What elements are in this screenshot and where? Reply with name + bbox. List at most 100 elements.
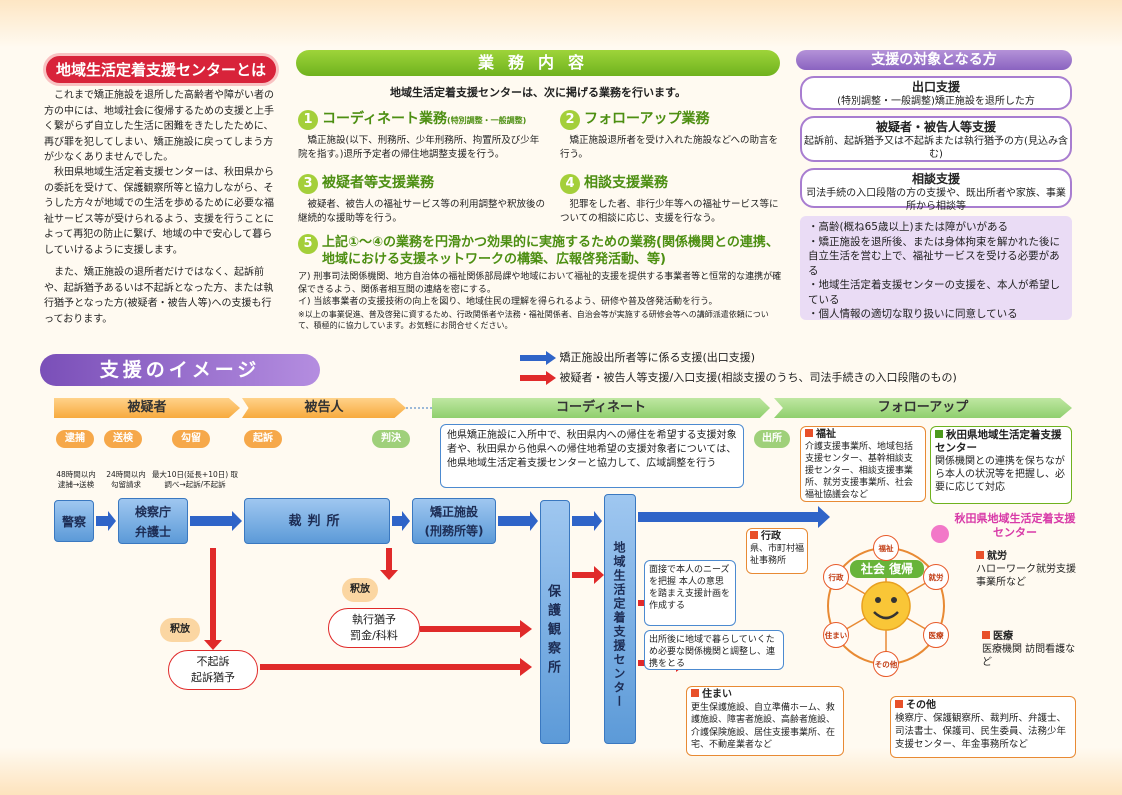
intro-paragraph-3: また、矯正施設の退所者だけではなく、起訴前や、起訴猶予あるいは不起訴となった方、… <box>44 267 274 325</box>
stage-coordinate: コーディネート <box>432 398 770 418</box>
step-release: 出所 <box>754 430 790 448</box>
other-desc: 検察庁、保護観察所、裁判所、弁護士、司法書士、保護司、民生委員、法務少年支援セン… <box>895 713 1067 750</box>
hub-node-admin: 行政 <box>823 564 849 590</box>
hub-node-welfare: 福祉 <box>873 535 899 561</box>
step-arrest: 逮捕 <box>56 430 94 448</box>
service-note-1: (特別調整・一般調整) <box>447 116 527 125</box>
targets-title: 支援の対象となる方 <box>796 50 1072 70</box>
target-desc-consult: 司法手続の入口段階の方の支援や、既出所者や家族、事業所から相談等 <box>806 188 1066 212</box>
employment-title: 就労 <box>987 551 1007 562</box>
legend-blue-text: 矯正施設出所者等に係る支援(出口支援) <box>559 351 756 364</box>
flow-court: 裁判所 <box>244 498 390 544</box>
service-desc-5a: ア) 刑事司法関係機関、地方自治体の福祉関係部局課や地域において福祉的支援を提供… <box>298 272 782 295</box>
service-number-1: 1 <box>298 110 318 130</box>
service-number-5: 5 <box>298 234 318 254</box>
housing-desc: 更生保護施設、自立準備ホーム、救護施設、障害者施設、高齢者施設、介護保険施設、居… <box>691 702 836 751</box>
hub-node-employment: 就労 <box>923 564 949 590</box>
akita-center-box-title: 秋田県地域生活定着支援センター <box>935 429 1062 454</box>
flow-prosecutor: 検察庁 弁護士 <box>118 498 188 544</box>
coordinate-note: 他県矯正施設に入所中で、秋田県内への帰住を希望する支援対象者や、秋田県から他県へ… <box>440 424 744 488</box>
resource-welfare: 福祉 介護支援事業所、地域包括支援センター、基幹相談支援センター、相談支援事業所… <box>800 426 926 502</box>
service-desc-4: 犯罪をした者、非行少年等への福祉サービス等についての相談に応じ、支援を行なう。 <box>560 199 779 224</box>
flow-police: 警察 <box>54 500 94 542</box>
service-number-3: 3 <box>298 174 318 194</box>
akita-center-box-desc: 関係機関との連携を保ちながら本人の状況等を把握し、必要に応じて対応 <box>935 456 1065 493</box>
employment-desc: ハローワーク就労支援事業所など <box>976 564 1076 588</box>
square-icon <box>976 551 984 559</box>
square-icon <box>805 429 813 437</box>
admin-desc: 県、市町村福祉事務所 <box>750 544 805 566</box>
resource-housing: 住まい 更生保護施設、自立準備ホーム、救護施設、障害者施設、高齢者施設、介護保険… <box>686 686 844 756</box>
center-note-coordination: 出所後に地域で暮らしていくため必要な関係機関と調整し、連携をとる <box>644 630 784 670</box>
target-condition: ・個人情報の適切な取り扱いに同意している <box>808 308 1018 320</box>
stage-defendant: 被告人 <box>242 398 406 418</box>
target-desc-suspect: 起訴前、起訴猶予又は不起訴または執行猶予の方(見込み含む) <box>804 136 1068 160</box>
square-icon <box>935 430 943 438</box>
target-card-consult: 相談支援 司法手続の入口段階の方の支援や、既出所者や家族、事業所から相談等 <box>800 168 1072 212</box>
blue-arrow-icon <box>520 351 556 365</box>
other-title: その他 <box>906 700 936 711</box>
release-2: 釈放 <box>342 578 378 602</box>
intro-title: 地域生活定着支援センターとは <box>46 56 276 83</box>
square-icon <box>750 531 758 539</box>
target-conditions: ・高齢(概ね65歳以上)または障がいがある ・矯正施設を退所後、または身体拘束を… <box>800 216 1072 320</box>
service-desc-5b: イ) 当該事業者の支援技術の向上を図り、地域住民の理解を得られるよう、研修や普及… <box>298 297 718 307</box>
intro-paragraph-1: これまで矯正施設を退所した高齢者や障がい者の方の中には、地域社会に復帰するための… <box>44 90 274 163</box>
service-note-5: ※以上の事業促進、普及啓発に資するため、行政関係者や法務・福祉関係者、自治会等が… <box>298 309 769 330</box>
time-note-2: 24時間以内 勾留請求 <box>106 470 146 489</box>
stage-followup: フォローアップ <box>774 398 1072 418</box>
center-note-interview: 面接で本人のニーズを把握 本人の意思を踏まえ支援計画を作成する <box>644 560 736 626</box>
target-card-exit: 出口支援 (特別調整・一般調整)矯正施設を退所した方 <box>800 76 1072 110</box>
time-note-3: 最大10日(延長+10日) 取調べ→起訴/不起訴 <box>151 470 239 489</box>
service-desc-3: 被疑者、被告人の福祉サービス等の利用調整や釈放後の継続的な援助等を行う。 <box>298 199 546 224</box>
hub-label: 社会 復帰 <box>850 560 924 578</box>
square-icon <box>691 689 699 697</box>
hub-node-housing: 住まい <box>823 622 849 648</box>
service-number-2: 2 <box>560 110 580 130</box>
stage-suspect: 被疑者 <box>54 398 240 418</box>
flow-probation: 保護観察所 <box>540 500 570 744</box>
target-condition: ・高齢(概ね65歳以上)または障がいがある <box>808 221 1009 233</box>
service-desc-2: 矯正施設退所者を受け入れた施設などへの助言を行う。 <box>560 135 779 160</box>
service-title-5: 上記①～④の業務を円滑かつ効果的に実施するための業務(関係機関との連携、地域にお… <box>322 235 779 267</box>
flow-prison: 矯正施設 (刑務所等) <box>412 498 496 544</box>
target-title-suspect: 被疑者・被告人等支援 <box>875 120 996 134</box>
red-arrow-icon <box>520 371 556 385</box>
service-title-3: 被疑者等支援業務 <box>322 175 434 191</box>
flow-center: 地域生活定着支援センター <box>604 494 636 744</box>
target-desc-exit: (特別調整・一般調整)矯正施設を退所した方 <box>837 96 1035 107</box>
square-icon <box>895 700 903 708</box>
resource-employment: 就労 ハローワーク就労支援事業所など <box>976 550 1076 610</box>
services-lead: 地域生活定着支援センターは、次に掲げる業務を行います。 <box>390 86 686 99</box>
legend-blue: 矯正施設出所者等に係る支援(出口支援) <box>520 350 1080 366</box>
step-indictment: 起訴 <box>244 430 282 448</box>
target-condition: ・地域生活定着支援センターの支援を、本人が希望している <box>808 279 1060 306</box>
housing-title: 住まい <box>702 689 732 700</box>
admin-title: 行政 <box>761 531 781 542</box>
medical-title: 医療 <box>993 631 1013 642</box>
step-send: 送検 <box>104 430 142 448</box>
step-detention: 勾留 <box>172 430 210 448</box>
service-number-4: 4 <box>560 174 580 194</box>
square-icon <box>982 631 990 639</box>
resource-medical: 医療 医療機関 訪問看護など <box>982 630 1076 674</box>
hub-node-medical: 医療 <box>923 622 949 648</box>
services-title: 業務内容 <box>296 50 780 76</box>
service-title-1: コーディネート業務 <box>322 111 448 127</box>
target-card-suspect: 被疑者・被告人等支援 起訴前、起訴猶予又は不起訴または執行猶予の方(見込み含む) <box>800 116 1072 162</box>
legend-red-text: 被疑者・被告人等支援/入口支援(相談支援のうち、司法手続きの入口段階のもの) <box>559 371 957 384</box>
legend-red: 被疑者・被告人等支援/入口支援(相談支援のうち、司法手続きの入口段階のもの) <box>520 370 1080 386</box>
medical-desc: 医療機関 訪問看護など <box>982 644 1076 668</box>
time-note-1: 48時間以内 逮捕→送検 <box>56 470 96 489</box>
suspended-sentence: 執行猶予 罰金/科料 <box>328 608 420 648</box>
akita-center-label: 秋田県地域生活定着支援センター <box>954 512 1076 539</box>
target-condition: ・矯正施設を退所後、または身体拘束を解かれた後に自立生活を営む上で、福祉サービス… <box>808 235 1060 277</box>
service-desc-1: 矯正施設(以下、刑務所、少年刑務所、拘置所及び少年院を指す。)退所予定者の帰住地… <box>298 135 540 160</box>
service-title-2: フォローアップ業務 <box>584 111 710 127</box>
hub-node-other: その他 <box>873 651 899 677</box>
service-item-5: 5 上記①～④の業務を円滑かつ効果的に実施するための業務(関係機関との連携、地域… <box>298 234 784 331</box>
